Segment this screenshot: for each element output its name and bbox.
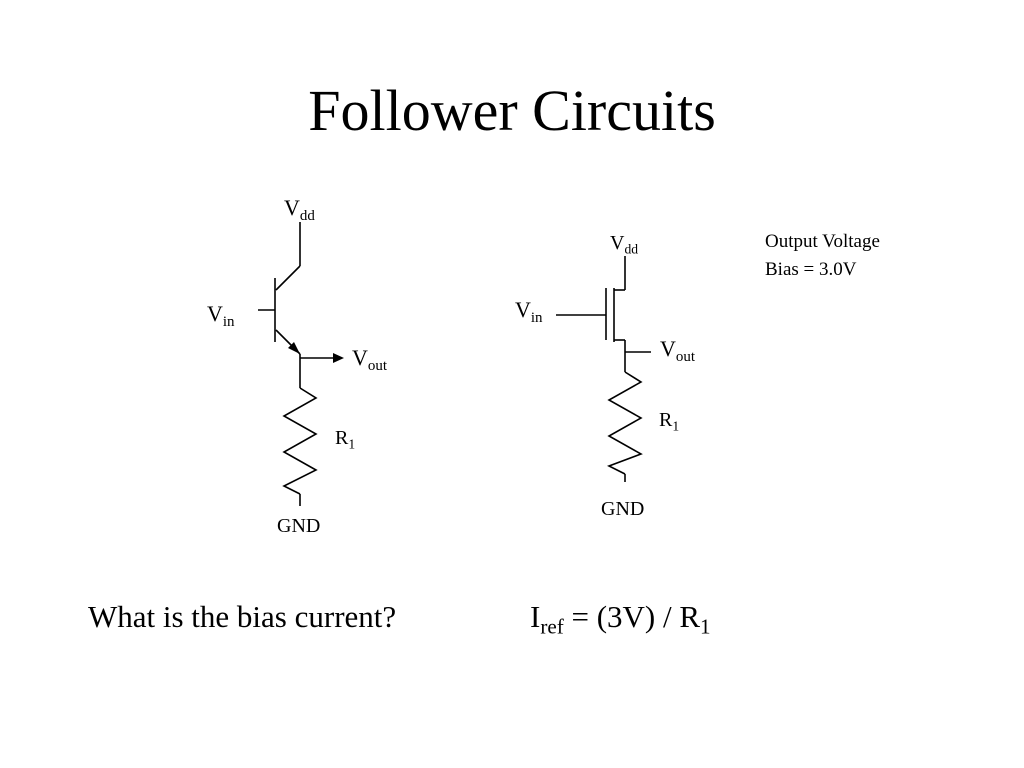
bjt-collector	[275, 265, 301, 291]
mos-vdd-label: Vdd	[610, 232, 639, 257]
mos-follower-circuit	[556, 256, 651, 482]
bjt-vout-arrow	[333, 353, 344, 363]
bjt-vdd-label: Vdd	[284, 195, 315, 224]
bjt-resistor-r1	[282, 387, 318, 495]
mos-resistor-r1	[607, 371, 643, 475]
mos-vout-label: Vout	[660, 336, 695, 365]
bjt-gnd-label: GND	[277, 515, 321, 537]
note-line-1: Output Voltage	[765, 231, 880, 252]
mos-vin-label: Vin	[515, 297, 543, 326]
slide-title: Follower Circuits	[308, 78, 716, 143]
note-line-2: Bias = 3.0V	[765, 259, 857, 280]
question-text: What is the bias current?	[88, 599, 397, 634]
output-bias-note: Output Voltage Bias = 3.0V	[765, 228, 880, 284]
bjt-vin-label: Vin	[207, 301, 235, 330]
mos-gnd-label: GND	[601, 498, 645, 520]
bjt-vout-label: Vout	[352, 345, 387, 374]
bjt-follower-circuit	[258, 222, 344, 506]
mos-r1-label: R1	[659, 409, 680, 434]
bjt-emitter-arrow	[288, 342, 300, 354]
bias-current-formula: Iref = (3V) / R1	[530, 599, 711, 639]
bjt-r1-label: R1	[335, 427, 356, 452]
